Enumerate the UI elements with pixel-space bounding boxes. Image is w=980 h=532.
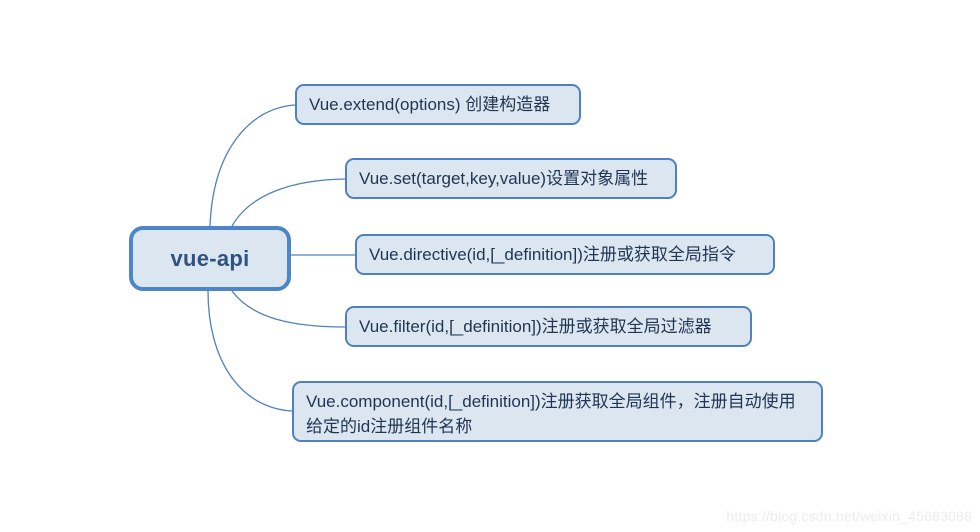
connector-to-branch-4	[231, 290, 346, 328]
branch-node-vue-directive[interactable]: Vue.directive(id,[_definition])注册或获取全局指令	[355, 234, 775, 275]
branch-node-vue-extend[interactable]: Vue.extend(options) 创建构造器	[295, 84, 581, 125]
branch-node-vue-set[interactable]: Vue.set(target,key,value)设置对象属性	[345, 158, 677, 199]
connector-to-branch-5	[207, 290, 293, 412]
connector-to-branch-2	[231, 178, 346, 227]
branch-node-vue-filter[interactable]: Vue.filter(id,[_definition])注册或获取全局过滤器	[345, 306, 752, 347]
root-node-vue-api[interactable]: vue-api	[129, 226, 291, 291]
connector-to-branch-1	[209, 104, 296, 227]
watermark-text: https://blog.csdn.net/weixin_45683086	[726, 508, 972, 524]
branch-node-vue-component[interactable]: Vue.component(id,[_definition])注册获取全局组件，…	[292, 381, 823, 442]
